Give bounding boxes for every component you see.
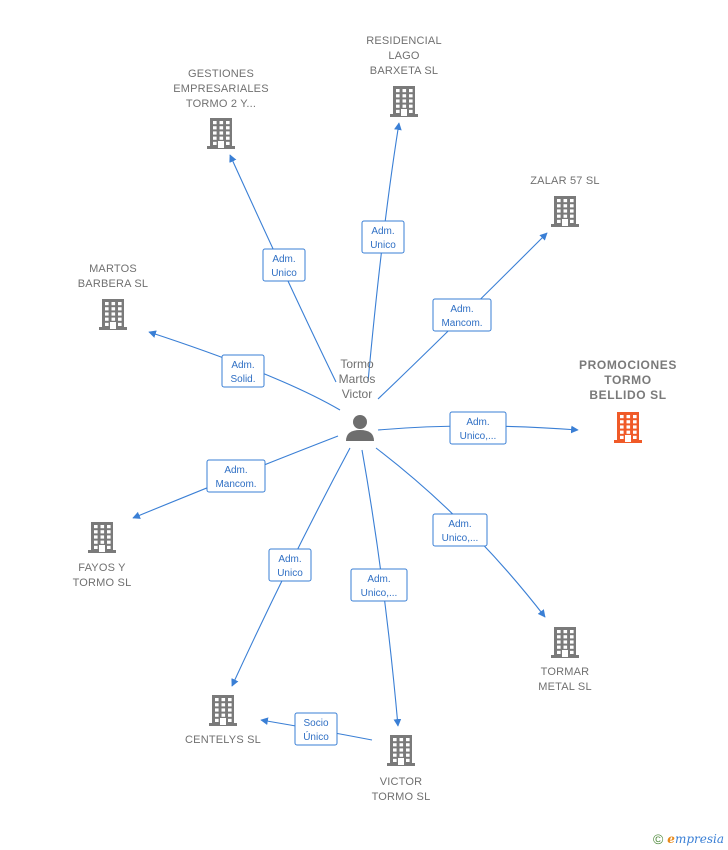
company-label-line: PROMOCIONES	[579, 358, 677, 372]
edge-label-box	[268, 548, 312, 582]
edge-label-person-zalar[interactable]: Adm. Mancom.	[432, 298, 492, 332]
edge-label-person-victor[interactable]: Adm. Unico,...	[350, 568, 408, 602]
company-label-line: BARBERA SL	[78, 278, 148, 290]
edge-label-line: Único	[303, 730, 329, 743]
company-node-residencial[interactable]: RESIDENCIAL LAGO BARXETA SL	[366, 35, 442, 117]
edge-label-line: Adm.	[278, 554, 301, 565]
person-label-line: Martos	[339, 372, 376, 386]
person-icon-body	[346, 430, 374, 441]
company-label-line: TORMO SL	[372, 791, 431, 803]
company-node-gestiones[interactable]: GESTIONES EMPRESARIALES TORMO 2 Y...	[173, 68, 269, 149]
company-label-line: BELLIDO SL	[589, 388, 666, 402]
edge-label-box	[432, 298, 492, 332]
edge-label-line: Unico	[277, 568, 303, 579]
company-label-line: TORMO	[604, 373, 651, 387]
edge-label-person-martos[interactable]: Adm. Solid.	[221, 354, 265, 388]
company-node-victor[interactable]: VICTOR TORMO SL	[372, 735, 431, 803]
edge-label-line: Adm.	[272, 254, 295, 265]
company-label-line: EMPRESARIALES	[173, 83, 269, 95]
edge-label-box	[432, 513, 488, 547]
company-node-martos[interactable]: MARTOS BARBERA SL	[78, 263, 148, 330]
brand-logo[interactable]: empresia	[667, 832, 724, 846]
edge-label-line: Adm.	[448, 519, 471, 530]
edge-label-person-fayos[interactable]: Adm. Mancom.	[206, 459, 266, 493]
footer-brand: © empresia	[653, 831, 724, 847]
company-label-line: MARTOS	[89, 263, 137, 275]
edge-label-line: Unico,...	[460, 431, 497, 442]
company-label-line: TORMAR	[541, 666, 590, 678]
edge-label-line: Unico,...	[442, 533, 479, 544]
company-label-line: TORMO SL	[73, 577, 132, 589]
company-node-centelys[interactable]: CENTELYS SL	[185, 695, 261, 746]
edge-label-line: Mancom.	[215, 479, 256, 490]
edge-label-person-residencial[interactable]: Adm. Unico	[361, 220, 405, 254]
edge-label-line: Unico	[370, 240, 396, 251]
edge-label-box	[350, 568, 408, 602]
edge-label-line: Socio	[303, 718, 328, 729]
copyright-icon: ©	[652, 831, 664, 847]
edge-label-line: Adm.	[371, 226, 394, 237]
edge-label-person-tormar[interactable]: Adm. Unico,...	[432, 513, 488, 547]
company-label-line: TORMO 2 Y...	[186, 98, 256, 110]
company-label-line: RESIDENCIAL	[366, 35, 442, 47]
building-icon[interactable]	[209, 695, 237, 726]
edge-label-line: Adm.	[224, 465, 247, 476]
edge-label-line: Adm.	[450, 304, 473, 315]
company-label-line: CENTELYS SL	[185, 734, 261, 746]
edge-person-gestiones	[229, 154, 337, 383]
building-icon[interactable]	[207, 118, 235, 149]
building-icon[interactable]	[551, 196, 579, 227]
edge-label-line: Adm.	[466, 417, 489, 428]
company-label-line: GESTIONES	[188, 68, 254, 80]
company-node-zalar[interactable]: ZALAR 57 SL	[530, 175, 600, 227]
company-node-fayos[interactable]: FAYOS Y TORMO SL	[73, 522, 132, 589]
edge-label-box	[449, 411, 507, 445]
company-label-line: BARXETA SL	[370, 65, 438, 77]
building-icon[interactable]	[99, 299, 127, 330]
building-icon[interactable]	[387, 735, 415, 766]
edge-label-person-promociones[interactable]: Adm. Unico,...	[449, 411, 507, 445]
edge-label-person-centelys[interactable]: Adm. Unico	[268, 548, 312, 582]
edge-label-box	[361, 220, 405, 254]
building-icon[interactable]	[88, 522, 116, 553]
edge-label-line: Solid.	[230, 374, 255, 385]
edge-label-line: Mancom.	[441, 318, 482, 329]
edge-label-line: Adm.	[367, 574, 390, 585]
building-icon[interactable]	[390, 86, 418, 117]
edge-label-person-gestiones[interactable]: Adm. Unico	[262, 248, 306, 282]
person-label-line: Victor	[342, 387, 372, 401]
company-node-tormar[interactable]: TORMAR METAL SL	[538, 627, 592, 693]
edge-label-box	[294, 712, 338, 746]
company-label-line: METAL SL	[538, 681, 592, 693]
edge-label-line: Unico	[271, 268, 297, 279]
company-label-line: FAYOS Y	[78, 562, 126, 574]
edge-label-box	[262, 248, 306, 282]
company-label-line: ZALAR 57 SL	[530, 175, 599, 187]
edge-label-line: Unico,...	[361, 588, 398, 599]
company-label-line: VICTOR	[380, 776, 423, 788]
building-icon[interactable]	[551, 627, 579, 658]
edge-label-line: Adm.	[231, 360, 254, 371]
edge-label-box	[206, 459, 266, 493]
person-label-line: Tormo	[340, 357, 374, 371]
building-icon[interactable]	[614, 412, 642, 443]
company-label-line: LAGO	[388, 50, 420, 62]
edge-labels-layer: Adm.UnicoAdm.UnicoAdm.Mancom.Adm.Solid.A…	[206, 220, 507, 746]
edge-label-box	[221, 354, 265, 388]
person-icon-head	[353, 415, 367, 429]
